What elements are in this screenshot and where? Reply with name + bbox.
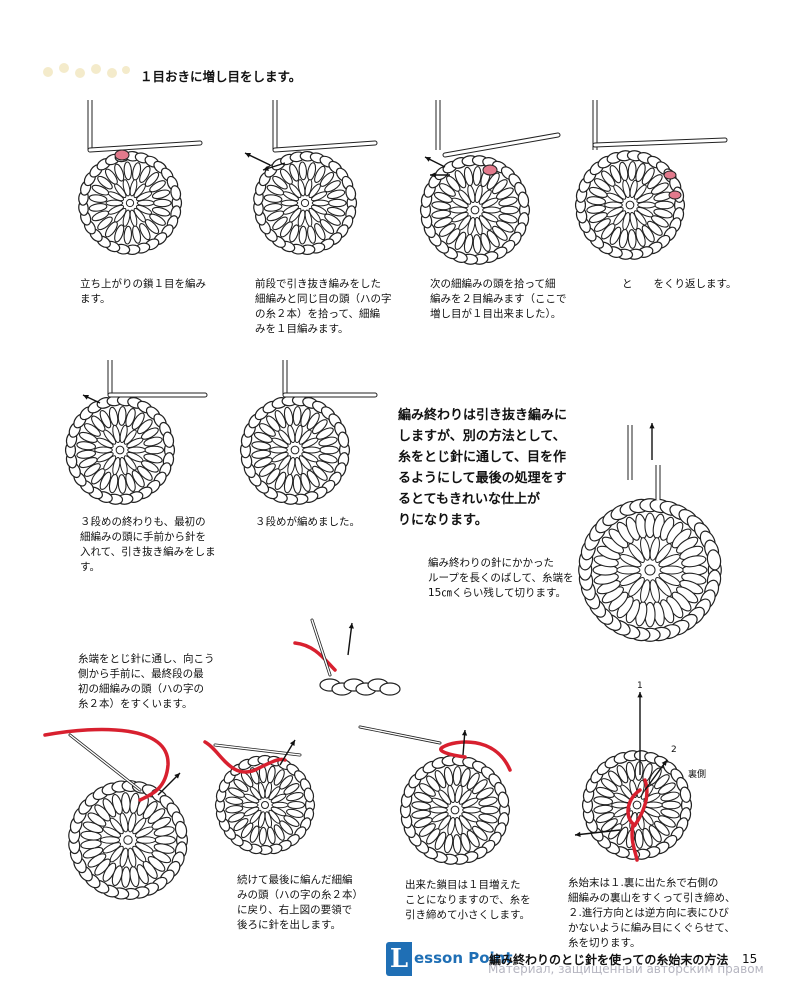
crochet-figure-1: [78, 100, 203, 256]
crochet-swatch: [214, 754, 316, 856]
page-number: 15: [742, 952, 758, 966]
crochet-figure-6: [239, 360, 378, 505]
crochet-figure-3: [419, 100, 561, 265]
highlight-stitch: [482, 164, 498, 176]
crochet-figure-5: [64, 360, 208, 505]
finishing-note: 編み終わりは引き抜き編みに しますが、別の方法として、 糸をとじ針に通して、目を…: [398, 408, 568, 528]
red-yarn-strand: [43, 727, 170, 802]
caption-step-7: 編み終わりの針にかかった ループを長くのばして、糸端を 15㎝くらい残して切りま…: [428, 557, 574, 599]
crochet-swatch: [574, 150, 686, 260]
highlight-stitch: [668, 190, 682, 200]
crochet-swatch: [399, 755, 511, 865]
crochet-swatch: [239, 395, 351, 505]
crochet-figure-needle-2: [203, 739, 316, 856]
crochet-hook-icon: [592, 137, 728, 148]
lesson-point-logo: L: [386, 942, 412, 976]
caption-step-1: 立ち上がりの鎖１目を編み ます。: [80, 278, 206, 305]
crochet-hook-icon: [272, 140, 378, 153]
sewing-needle-icon: [213, 743, 302, 757]
crochet-figure-needle-1: [43, 727, 189, 900]
crochet-figure-back-side: [574, 692, 693, 862]
caption-step-4: と をくり返します。: [622, 278, 737, 290]
red-yarn-strand: [293, 641, 337, 672]
sewing-needle-icon: [358, 725, 442, 745]
caption-step-10: 出来た鎖目は１目増えた ことになりますので、糸を 引き締めて小さくします。: [405, 879, 531, 921]
lesson-point-word: esson Point: [414, 949, 513, 967]
lesson-point-title: 編み終わりのとじ針を使っての糸始末の方法: [489, 953, 729, 967]
direction-arrow-icon: [637, 692, 643, 775]
crochet-swatch: [253, 150, 358, 256]
direction-arrow-icon: [244, 152, 271, 166]
crochet-figure-4: [574, 100, 728, 260]
caption-step-5: ３段めの終わりも、最初の 細編みの頭に手前から針を 入れて、引き抜き編みをしま …: [80, 516, 216, 573]
crochet-swatch: [64, 395, 176, 505]
caption-step-3: 次の細編みの頭を拾って細 編みを２目編みます（ここで 増し目が１目出来ました）。: [430, 278, 567, 320]
section-heading: １目おきに増し目をします。: [140, 69, 302, 84]
direction-arrow-icon: [157, 772, 181, 796]
needle-detail-figure: [293, 618, 401, 696]
stitch-row: [319, 678, 401, 696]
direction-arrow-icon: [430, 172, 450, 178]
highlight-stitch: [114, 149, 130, 161]
caption-step-8: 糸端をとじ針に通し、向こう 側から手前に、最終段の最 初の細編みの頭（ハの字の …: [78, 653, 215, 710]
highlight-stitch: [663, 170, 677, 180]
label-1: 1: [637, 681, 643, 691]
label-back-side: 裏側: [688, 770, 707, 780]
crochet-swatch: [78, 150, 183, 256]
crochet-hook-icon: [442, 132, 561, 158]
red-yarn-strand: [203, 740, 287, 774]
direction-arrow-icon: [644, 759, 668, 791]
crochet-swatch: [68, 780, 189, 900]
direction-arrow-icon: [279, 739, 296, 766]
label-2: 2: [671, 745, 677, 755]
direction-arrow-icon: [649, 423, 655, 460]
copyright-watermark: Материал, защищенный авторским правом: [488, 962, 764, 976]
caption-step-11: 糸始末は１.裏に出た糸で右側の 細編みの裏山をすくって引き締め、 ２.進行方向と…: [568, 877, 736, 949]
crochet-figure-2: [244, 100, 378, 256]
step-marker-icon: [43, 63, 130, 78]
caption-step-2: 前段で引き抜き編みをした 細編みと同じ目の頭（ハの字 の糸２本）を拾って、細編 …: [255, 278, 392, 335]
crochet-hook-icon: [87, 140, 203, 153]
crochet-swatch: [578, 498, 722, 642]
direction-arrow-icon: [347, 622, 354, 656]
direction-arrow-icon: [424, 156, 446, 168]
sewing-needle-icon: [310, 618, 332, 677]
red-yarn-strand: [439, 740, 512, 772]
red-yarn-strand: [630, 823, 639, 862]
direction-arrow-icon: [461, 729, 468, 756]
sewing-needle-icon: [68, 733, 142, 792]
direction-arrow-icon: [574, 829, 621, 837]
caption-step-9: 続けて最後に編んだ細編 みの頭（ハの字の糸２本） に戻り、右上図の要領で 後ろに…: [237, 874, 363, 931]
crochet-swatch: [581, 750, 693, 860]
crochet-figure-needle-3: [358, 725, 512, 865]
direction-arrow-icon: [262, 162, 286, 171]
crochet-figure-finish: [578, 423, 722, 642]
red-yarn-strand: [626, 778, 649, 828]
direction-arrow-icon: [82, 394, 101, 404]
crochet-swatch: [419, 155, 531, 265]
caption-step-6: ３段めが編めました。: [255, 516, 360, 528]
